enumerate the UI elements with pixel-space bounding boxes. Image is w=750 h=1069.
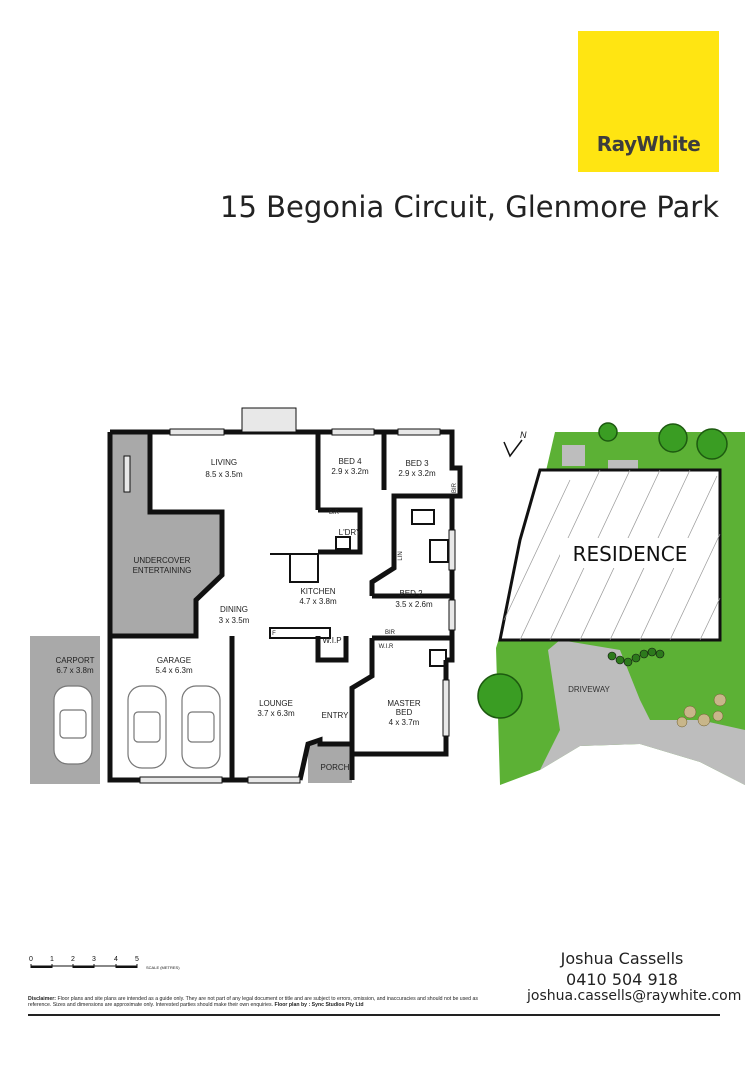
scale-tick: 3	[92, 956, 96, 963]
site-plan: RESIDENCE DRIVEWAY N	[477, 422, 745, 785]
bir-label-c: BIR	[452, 482, 458, 493]
kitchen-label: KITCHEN	[300, 587, 335, 596]
dining-dims: 3 x 3.5m	[219, 616, 250, 625]
lin-label: LIN	[398, 551, 404, 560]
scale-tick: 5	[135, 956, 139, 963]
bed2-label: BED 2	[399, 589, 423, 598]
lounge-dims: 3.7 x 6.3m	[257, 709, 295, 718]
master-dims: 4 x 3.7m	[389, 718, 420, 727]
footer-divider	[28, 1014, 720, 1016]
car-icon	[53, 685, 221, 769]
bed4-dims: 2.9 x 3.2m	[331, 467, 369, 476]
disclaimer: Disclaimer: Floor plans and site plans a…	[28, 996, 484, 1009]
fridge-label: F	[272, 631, 276, 637]
north-label: N	[520, 430, 527, 440]
logo-wordmark: RayWhite	[596, 132, 701, 156]
dining-label: DINING	[220, 605, 248, 614]
north-arrow-icon	[503, 439, 523, 458]
property-address: 15 Begonia Circuit, Glenmore Park	[220, 190, 719, 224]
agent-email[interactable]: joshua.cassells@raywhite.com	[527, 988, 742, 1004]
lounge-label: LOUNGE	[259, 699, 293, 708]
undercover-label-2: ENTERTAINING	[133, 566, 192, 575]
disclaimer-text: Floor plans and site plans are intended …	[28, 996, 478, 1009]
residence-label: RESIDENCE	[573, 542, 688, 566]
scale-tick: 2	[71, 956, 75, 963]
bed3-label: BED 3	[405, 459, 429, 468]
scale-tick: 4	[114, 956, 118, 963]
raywhite-logo: RayWhite	[578, 31, 719, 172]
driveway	[540, 640, 745, 785]
bed2-dims: 3.5 x 2.6m	[395, 600, 433, 609]
undercover-area	[110, 432, 222, 636]
garden-bed	[676, 693, 727, 728]
bed3-dims: 2.9 x 3.2m	[398, 469, 436, 478]
kitchen-dims: 4.7 x 3.8m	[299, 597, 337, 606]
master-label-1: MASTER	[387, 699, 421, 708]
garage-label: GARAGE	[157, 656, 191, 665]
laundry-label: L'DRY	[339, 528, 362, 537]
scale-label: SCALE (METRES)	[146, 965, 180, 970]
master-label-2: BED	[396, 708, 413, 717]
bed4-label: BED 4	[338, 457, 362, 466]
bir-label-a: BIR	[329, 510, 340, 516]
wip-label: W.I.P	[322, 636, 341, 645]
agent-phone[interactable]: 0410 504 918	[566, 970, 678, 989]
driveway-label: DRIVEWAY	[568, 685, 610, 694]
scale-bar: 0 1 2 3 4 5 SCALE (METRES)	[28, 954, 198, 981]
disclaimer-label: Disclaimer:	[28, 996, 56, 1002]
porch-label: PORCH	[321, 763, 350, 772]
carport-dims: 6.7 x 3.8m	[56, 666, 94, 675]
porch-area	[308, 744, 352, 783]
bir-label-b: BIR	[385, 630, 396, 636]
living-dims: 8.5 x 3.5m	[205, 470, 243, 479]
hedge-icon	[607, 647, 665, 667]
garage-dims: 5.4 x 6.3m	[155, 666, 193, 675]
scale-tick: 0	[29, 956, 33, 963]
carport-label: CARPORT	[56, 656, 95, 665]
living-label: LIVING	[211, 458, 237, 467]
scale-tick: 1	[50, 956, 54, 963]
agent-name: Joshua Cassells	[560, 949, 684, 968]
disclaimer-credit: Floor plan by : Sync Studios Pty Ltd	[274, 1002, 364, 1009]
undercover-label-1: UNDERCOVER	[134, 556, 191, 565]
entry-label: ENTRY	[322, 711, 350, 720]
wir-label: W.I.R	[379, 644, 394, 650]
tree-icon	[477, 422, 728, 719]
